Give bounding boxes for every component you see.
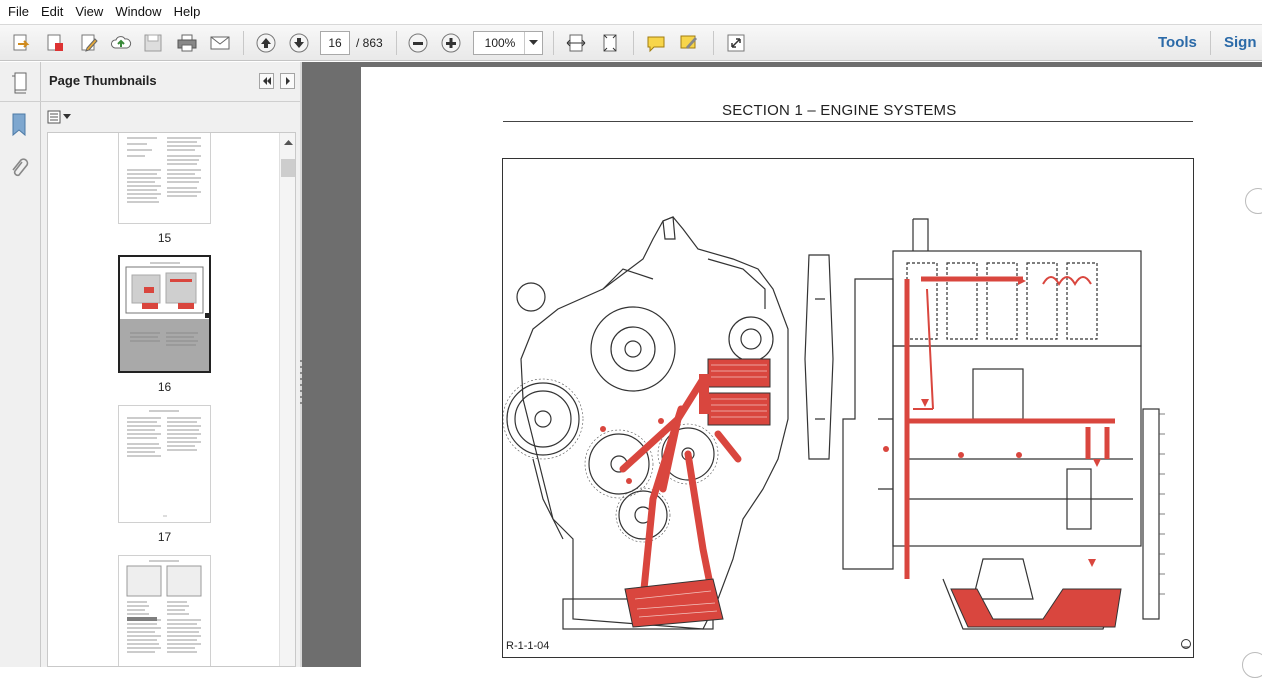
tools-link[interactable]: Tools	[1158, 34, 1197, 51]
section-title: SECTION 1 – ENGINE SYSTEMS	[722, 102, 957, 119]
export-pdf-icon[interactable]	[42, 30, 68, 56]
attachment-icon[interactable]	[9, 156, 29, 182]
thumbnail-page-18[interactable]	[118, 555, 211, 666]
thumbnail-page-17[interactable]	[118, 405, 211, 523]
scroll-up-icon[interactable]	[280, 133, 295, 151]
toolbar-separator	[553, 31, 554, 55]
selection-handle[interactable]	[205, 313, 210, 318]
sign-link[interactable]: Sign	[1224, 34, 1257, 51]
chevron-down-icon[interactable]	[524, 32, 542, 54]
binder-hole-mark	[1242, 652, 1262, 678]
title-rule	[503, 121, 1193, 122]
thumbnail-label: 15	[157, 231, 172, 245]
figure-code: R-1-1-04	[506, 640, 550, 652]
email-icon[interactable]	[207, 30, 233, 56]
comment-icon[interactable]	[643, 30, 669, 56]
thumbnail-label: 17	[157, 530, 172, 544]
menu-view[interactable]: View	[75, 4, 104, 19]
panel-header: Page Thumbnails	[41, 62, 300, 102]
toolbar-separator	[713, 31, 714, 55]
thumbnail-scrollbar[interactable]	[279, 133, 295, 666]
panel-splitter[interactable]	[300, 62, 302, 667]
toolbar-separator	[1210, 31, 1211, 55]
menu-window[interactable]: Window	[115, 4, 162, 19]
toolbar: 16 / 863 100% Tools Sign	[0, 24, 1262, 61]
save-icon[interactable]	[140, 30, 166, 56]
menu-help[interactable]: Help	[173, 4, 201, 19]
zoom-out-icon[interactable]	[405, 30, 431, 56]
bookmark-icon[interactable]	[9, 112, 29, 138]
engine-diagram-illustration	[502, 216, 1165, 630]
thumbnail-overlay	[120, 319, 209, 371]
thumbnail-options-button[interactable]	[47, 108, 75, 126]
print-icon[interactable]	[174, 30, 200, 56]
zoom-select[interactable]: 100%	[473, 31, 543, 55]
thumbnail-preview-text	[130, 332, 198, 346]
next-page-icon[interactable]	[286, 30, 312, 56]
thumbnail-preview	[127, 410, 201, 517]
thumbnail-list[interactable]: 15 16	[47, 132, 296, 667]
toolbar-separator	[243, 31, 244, 55]
scrollbar-thumb[interactable]	[281, 159, 295, 177]
thumbnails-panel: Page Thumbnails 15	[41, 62, 300, 667]
menu-bar: File Edit View Window Help	[0, 0, 1262, 24]
navigation-rail	[0, 62, 41, 667]
chevron-down-icon	[63, 114, 71, 119]
collapse-panel-icon[interactable]	[259, 73, 274, 89]
thumbnail-preview	[120, 257, 209, 319]
thumbnail-label: 16	[157, 380, 172, 394]
zoom-in-icon[interactable]	[438, 30, 464, 56]
panel-title: Page Thumbnails	[49, 73, 157, 88]
page-number-input[interactable]: 16	[320, 31, 350, 55]
thumbnail-preview	[127, 137, 201, 203]
menu-edit[interactable]: Edit	[40, 4, 64, 19]
toolbar-separator	[633, 31, 634, 55]
thumbnail-page-15[interactable]	[118, 133, 211, 224]
edit-pdf-icon[interactable]	[76, 30, 102, 56]
expand-panel-icon[interactable]	[280, 73, 295, 89]
create-pdf-icon[interactable]	[8, 30, 34, 56]
page-thumbnails-icon[interactable]	[9, 70, 31, 94]
thumbnail-page-16[interactable]	[118, 255, 211, 373]
engine-lubrication-diagram	[502, 158, 1194, 658]
thumbnail-preview	[126, 560, 202, 653]
full-screen-icon[interactable]	[723, 30, 749, 56]
fit-width-icon[interactable]	[563, 30, 589, 56]
splitter-grip-icon	[300, 360, 302, 404]
menu-file[interactable]: File	[8, 4, 29, 19]
toolbar-separator	[396, 31, 397, 55]
binder-hole-mark	[1245, 188, 1262, 214]
options-list-icon	[47, 110, 61, 124]
page-total: / 863	[356, 36, 383, 50]
rail-header	[0, 62, 41, 102]
previous-page-icon[interactable]	[253, 30, 279, 56]
upload-cloud-icon[interactable]	[108, 30, 134, 56]
zoom-value: 100%	[484, 36, 516, 50]
fit-page-icon[interactable]	[597, 30, 623, 56]
figure-mark-icon	[1180, 638, 1192, 653]
highlight-icon[interactable]	[676, 30, 702, 56]
